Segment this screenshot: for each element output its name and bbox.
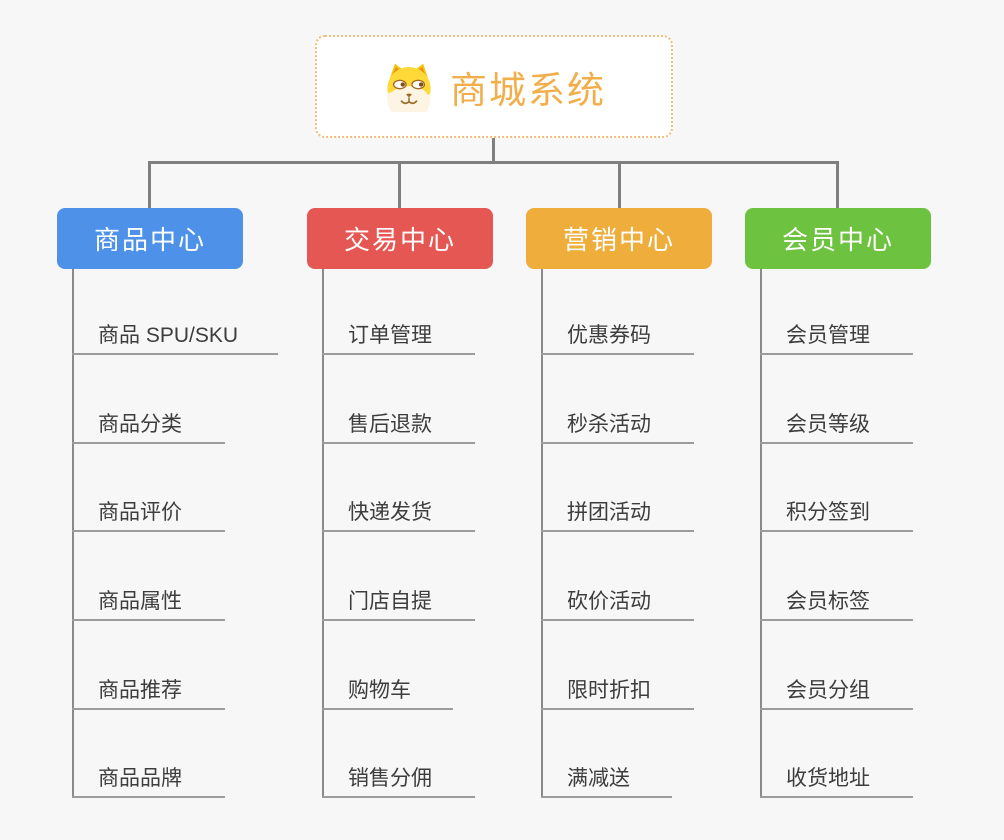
drop-connector-marketing	[618, 161, 621, 208]
leaf-node[interactable]: 门店自提	[322, 590, 475, 621]
branch-line	[72, 269, 74, 798]
leaf-node[interactable]: 购物车	[322, 679, 453, 710]
leaf-node[interactable]: 商品推荐	[72, 679, 225, 710]
branch-line	[760, 269, 762, 798]
leaf-node[interactable]: 商品评价	[72, 501, 225, 532]
branch-header-product[interactable]: 商品中心	[57, 208, 243, 269]
branch-header-member[interactable]: 会员中心	[745, 208, 931, 269]
leaf-node[interactable]: 拼团活动	[541, 501, 694, 532]
drop-connector-trade	[398, 161, 401, 208]
leaf-node[interactable]: 优惠券码	[541, 324, 694, 355]
branch-header-trade[interactable]: 交易中心	[307, 208, 493, 269]
leaf-node[interactable]: 商品品牌	[72, 767, 225, 798]
dog-icon	[387, 63, 431, 112]
leaf-node[interactable]: 满减送	[541, 767, 672, 798]
leaf-node[interactable]: 会员标签	[760, 590, 913, 621]
leaf-node[interactable]: 会员分组	[760, 679, 913, 710]
leaf-node[interactable]: 会员等级	[760, 413, 913, 444]
branch-trade-center: 交易中心 订单管理 售后退款 快递发货 门店自提 购物车 销售分佣	[307, 208, 537, 808]
leaf-node[interactable]: 限时折扣	[541, 679, 694, 710]
leaf-node[interactable]: 积分签到	[760, 501, 913, 532]
branch-product-center: 商品中心 商品 SPU/SKU 商品分类 商品评价 商品属性 商品推荐 商品品牌	[57, 208, 287, 808]
leaf-node[interactable]: 砍价活动	[541, 590, 694, 621]
leaf-node[interactable]: 售后退款	[322, 413, 475, 444]
branch-line	[322, 269, 324, 798]
root-stem-connector	[492, 138, 495, 162]
root-node[interactable]: 商城系统	[315, 35, 673, 138]
leaf-node[interactable]: 收货地址	[760, 767, 913, 798]
branch-header-marketing[interactable]: 营销中心	[526, 208, 712, 269]
root-title: 商城系统	[450, 69, 606, 111]
leaf-node[interactable]: 商品属性	[72, 590, 225, 621]
leaf-node[interactable]: 销售分佣	[322, 767, 475, 798]
bus-connector	[148, 161, 839, 164]
branch-marketing-center: 营销中心 优惠券码 秒杀活动 拼团活动 砍价活动 限时折扣 满减送	[526, 208, 756, 808]
leaf-node[interactable]: 商品分类	[72, 413, 225, 444]
branch-member-center: 会员中心 会员管理 会员等级 积分签到 会员标签 会员分组 收货地址	[745, 208, 975, 808]
leaf-node[interactable]: 商品 SPU/SKU	[72, 324, 278, 355]
leaf-node[interactable]: 会员管理	[760, 324, 913, 355]
drop-connector-product	[148, 161, 151, 208]
leaf-node[interactable]: 订单管理	[322, 324, 475, 355]
leaf-node[interactable]: 快递发货	[322, 501, 475, 532]
drop-connector-member	[836, 161, 839, 208]
leaf-node[interactable]: 秒杀活动	[541, 413, 694, 444]
branch-line	[541, 269, 543, 798]
